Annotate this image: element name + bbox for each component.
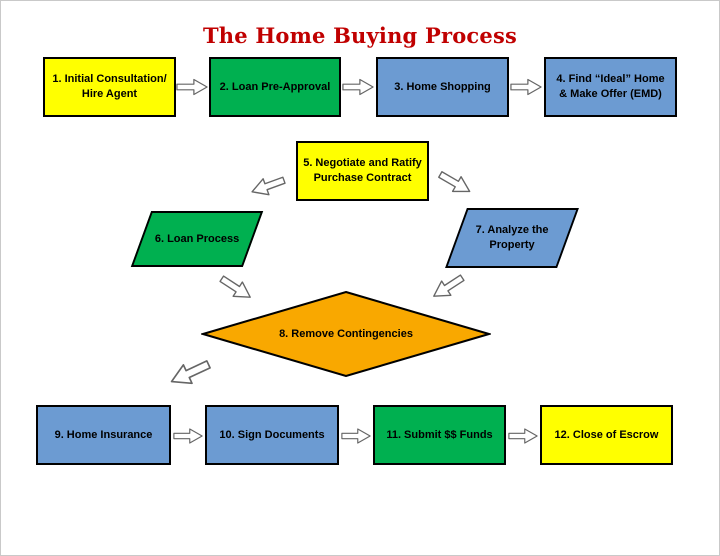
step-2-box: 2. Loan Pre-Approval [209,57,341,117]
step-2-label: 2. Loan Pre-Approval [219,80,331,93]
diagram-title: The Home Buying Process [202,23,518,48]
step-3-label: 3. Home Shopping [394,80,491,93]
flow-arrow-right-icon [342,78,374,96]
flow-arrow-down-left-icon [170,360,211,385]
flow-arrow-down-left-icon [251,176,286,196]
step-4-label: 4. Find “Ideal” Home & Make Offer (EMD) [556,73,665,100]
step-1-box: 1. Initial Consultation/ Hire Agent [43,57,176,117]
step-8-label: 8. Remove Contingencies [279,328,413,340]
step-10-box: 10. Sign Documents [205,405,339,465]
flow-arrow-down-left-icon [433,274,465,297]
flow-arrow-right-icon [341,428,371,444]
step-3-box: 3. Home Shopping [376,57,509,117]
flow-arrow-right-icon [510,78,542,96]
step-11-label: 11. Submit $$ Funds [386,428,493,441]
step-10-label: 10. Sign Documents [219,428,325,441]
step-6-parallelogram: 6. Loan Process [130,211,264,267]
flow-arrow-right-icon [508,428,538,444]
flow-arrow-down-right-icon [219,275,251,298]
step-6-label: 6. Loan Process [154,232,240,245]
step-1-label: 1. Initial Consultation/ Hire Agent [52,73,167,100]
flow-arrow-right-icon [176,78,208,96]
step-9-label: 9. Home Insurance [54,428,153,441]
step-12-label: 12. Close of Escrow [554,428,659,441]
step-9-box: 9. Home Insurance [36,405,171,465]
step-11-box: 11. Submit $$ Funds [373,405,506,465]
step-5-label: 5. Negotiate and Ratify Purchase Contrac… [303,157,422,184]
step-8-diamond [201,291,491,377]
flow-arrow-right-icon [173,428,203,444]
step-7-parallelogram: 7. Analyze the Property [445,208,579,268]
step-5-box: 5. Negotiate and Ratify Purchase Contrac… [296,141,429,201]
step-12-box: 12. Close of Escrow [540,405,673,465]
step-7-label: 7. Analyze the Property [475,224,549,251]
step-4-box: 4. Find “Ideal” Home & Make Offer (EMD) [544,57,677,117]
flow-arrow-down-right-icon [438,171,471,193]
